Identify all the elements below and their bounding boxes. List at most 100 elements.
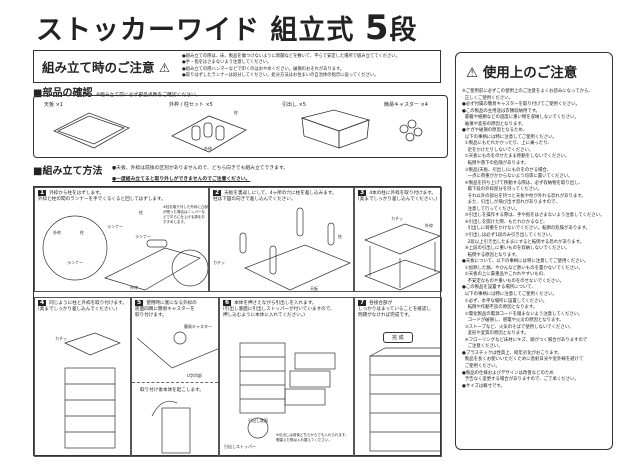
step-text: 使用時に底になる外枠の 底面四隅に簡易キャスターを 取り付けます。 [135, 301, 197, 318]
usage-caution-line: ⑥引出しを開けた際、もたれかかるなど、 [462, 219, 548, 225]
usage-caution-line: 転倒する原因となります。 [462, 252, 520, 258]
callout: 引出しストッパー [224, 444, 256, 449]
usage-caution-line: 転倒や作動不良の原因となります。 [462, 305, 538, 311]
usage-caution-line: ●ケガや破損の原因となるため、 [462, 128, 528, 134]
usage-caution-line: ※ご使用前に必ずこの使用上のご注意をよくお読みになってから、 [462, 89, 593, 94]
assembly-note-important: ●一度組み立てると取り外しができませんのでご注意ください。 [112, 177, 251, 182]
callout: 天板 [310, 286, 318, 291]
caution-item: ●組み立ての際は、床、製品を傷つけないように新聞などを敷いて、平らで安定した場所… [182, 53, 400, 59]
callout: 柱 [80, 230, 84, 235]
step-text: 各接合部が しっかりはまっていることを確認し 問題がなければ完成です。 [358, 301, 432, 318]
usage-caution-line: ご使用ください。 [462, 363, 500, 369]
callout: 柱 [139, 210, 143, 215]
part-label: 外枠 / 柱セット ×5 [169, 102, 213, 108]
usage-caution-list: ※ご使用前に必ずこの使用上のご注意をよくお読みになってから、 正しくご使用くださ… [462, 89, 606, 390]
caution-item: ●取りはずしたランナーは処分してください。処分方法はお住まいの自治体の指示に従っ… [182, 72, 379, 78]
callout: 柱 [338, 234, 342, 239]
parts-box: 天板 ×1 外枠 / 柱セット ×5 引出し ×5 簡易キャスター ×4 柱 外… [33, 95, 448, 158]
step-6-illustration [239, 342, 336, 439]
step-3-illustration [364, 223, 441, 291]
title-number: 5 [364, 8, 390, 48]
step-text: 同じように柱と外枠を取り付けます。 (奥までしっかり差し込んでください。) [38, 301, 127, 312]
step-text-2: 取り付け後本体を起こします。 [140, 388, 204, 393]
callout: カチッ [55, 336, 67, 341]
usage-caution-line: 2段以上引き出したままにすると転倒する恐れがあります。 [462, 239, 585, 245]
step-number: 5 [135, 299, 144, 306]
step-tip: ※柱を取り外した外枠に凸部が残った場合はニッパーなどで平らに仕上げる事をおすすめ… [163, 205, 208, 224]
usage-caution-line: ③製品(天板、引出し)にものをのせる場合、 [462, 167, 552, 173]
usage-caution-line: ⑤引出しを操作する際は、手や指をはさまないよう注意してください。 [462, 213, 605, 219]
usage-caution-line: ①製品にもたれかかったり、上に乗ったり、 [462, 141, 552, 147]
usage-caution-heading: ⚠ 使用上のご注意 [466, 65, 578, 81]
callout: 外枠 [53, 230, 61, 235]
part-label: 引出し ×5 [282, 102, 306, 108]
usage-caution-line: ●この製品を設置する場所について、 [462, 285, 536, 291]
usage-caution-line: ⑦引出しは必ず1段のみ引き出してください。 [462, 233, 555, 239]
usage-caution-line: 不安定なものや重いものをのせないでください。 [462, 278, 565, 284]
callout: 引出し底面 [248, 418, 268, 423]
usage-caution-line: 予告なく変更する場合がありますので、ご了承ください。 [462, 377, 579, 383]
part-label: 天板 ×1 [44, 102, 63, 108]
usage-caution-line: ●必ず付属の簡易キャスターを取り付けてご使用ください。 [462, 102, 580, 108]
frame-illustration [171, 115, 247, 153]
callout: ランナー [67, 260, 83, 265]
step-number: 3 [358, 189, 367, 196]
usage-caution-line: ●プラスチックは性質上、経年劣化がおこります。 [462, 350, 562, 356]
usage-caution-line: ④製品を持ち上げて移動する際は、必ず収納物を取り出し、 [462, 180, 583, 186]
usage-caution-line: ②天板の上に貴重品やこわれやすいもの、 [462, 272, 548, 278]
page-title: ストッカーワイド 組立式 5段 [36, 8, 417, 48]
usage-caution-line: 以下の事柄には特に注意してご使用ください。 [462, 291, 557, 297]
usage-caution-line: 書籍や紙類などの過度に重い物を収納しないでください。 [462, 115, 579, 121]
step-5-illustration [136, 331, 218, 454]
callout: 外枠 [204, 146, 212, 151]
callout: 柱 [234, 110, 238, 115]
step-2-illustration [239, 207, 351, 291]
step-text: 4本の柱に外枠を取り付けます。 (奥までしっかり差し込んでください。) [358, 191, 438, 202]
usage-caution-line: 破損や変形の原因となります。 [462, 121, 526, 127]
step-text: 本体を押さえながら引出しを入れます。 (引出し底面に引出しストッパーが付いていま… [223, 301, 335, 318]
usage-caution-line: 正しくご使用ください。 [462, 95, 514, 101]
usage-caution-line: 引出しに荷重をかけないでください。転倒の危険があります。 [462, 226, 590, 232]
caution-item: ●手・指をはさまないよう注意してください。 [182, 60, 272, 66]
usage-caution-line: ご注意ください。 [462, 344, 503, 350]
step-text: 天板を裏返しにして、4ヶ所の穴に柱を差し込みます。 柱は下図の向きで差し込んでく… [213, 191, 337, 202]
assembly-heading: ■組み立て方法 [33, 166, 103, 177]
top-board-illustration [53, 112, 130, 149]
usage-caution-line: 一点に荷重がかからないよう均等に置いてください。 [462, 174, 573, 180]
usage-caution-line: 注意して行ってください。 [462, 206, 520, 212]
usage-caution-line: ①必ず、水平な場所に設置してください。 [462, 298, 548, 304]
callout: ランナー [107, 224, 123, 229]
caster-illustration [399, 119, 423, 142]
step-tip: ※引出しは前後どちらからでも入れられます。間違えた際は入れ替えてください。 [276, 433, 349, 442]
usage-caution-line: また、引出しが飛び出す恐れがありますので、 [462, 200, 560, 206]
usage-caution-line: ③ストーブなど、火気のそばで使用しないでください。 [462, 324, 574, 330]
title-suffix: 段 [389, 15, 418, 46]
step-7-illustration [369, 347, 441, 452]
usage-caution-line: 以下の事柄には特に注意してご使用ください。 [462, 134, 557, 140]
usage-caution-line: それ以外の部分を持つと天板や柱が外れる恐れがあります。 [462, 193, 586, 199]
usage-caution-line: 製品を長くお使いいただくために直射日光や室外線を避けて [462, 357, 584, 363]
callout: U字凹部 [187, 373, 202, 378]
callout: 外枠 [425, 223, 433, 228]
usage-caution-line: ⑧上段の引出しに重いものを収納しないでください。 [462, 246, 570, 252]
usage-caution-line: 足をかけたりしないでください。 [462, 147, 534, 153]
usage-caution-line: ①加熱した鍋、やかんなど熱いものを置かないでください。 [462, 265, 583, 271]
warning-icon: ⚠ [466, 65, 479, 81]
title-text: ストッカーワイド 組立式 [36, 15, 355, 46]
usage-caution-line: ●サイズは概寸です。 [462, 383, 505, 389]
part-label: 簡易キャスター ×4 [384, 102, 428, 108]
drawer-illustration [300, 109, 371, 149]
assembly-note: ●天板、外枠は前後の区別がありませんので、どちら向きでも組み立てできます。 [112, 166, 289, 171]
step-number: 2 [213, 189, 222, 196]
usage-caution-line: 転倒や落下の危険があります。 [462, 161, 529, 167]
assembly-caution-label: 組み立て時のご注意 ⚠ [42, 60, 171, 75]
warning-icon: ⚠ [158, 60, 171, 75]
usage-caution-line: ②電化製品の電源コードを踏まないよう注意してください。 [462, 311, 583, 317]
callout: 外枠 [130, 285, 138, 290]
